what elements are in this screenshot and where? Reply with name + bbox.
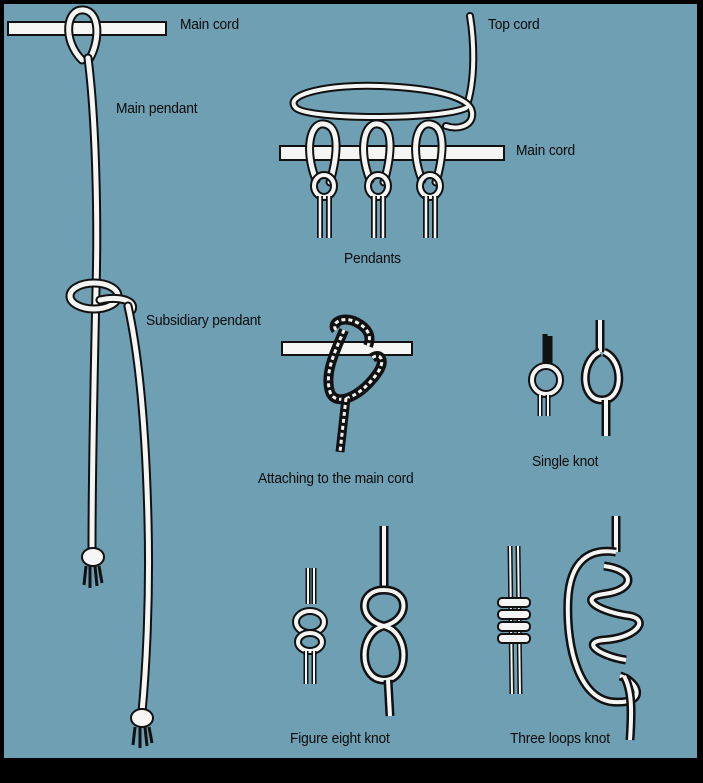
single-knot-illustration <box>532 320 619 436</box>
top-cord <box>294 16 474 127</box>
label-main-pendant: Main pendant <box>116 100 197 117</box>
label-top-cord: Top cord <box>488 16 539 33</box>
figure-eight-illustration <box>296 526 404 716</box>
pendants-group <box>310 124 442 238</box>
subsidiary-pendant <box>70 283 153 748</box>
label-pendants: Pendants <box>344 250 401 267</box>
label-main-cord-right: Main cord <box>516 142 575 159</box>
main-cord-left <box>8 22 166 35</box>
attaching-knot <box>282 320 412 452</box>
label-attaching: Attaching to the main cord <box>258 470 414 487</box>
label-single-knot: Single knot <box>532 453 598 470</box>
label-subsidiary-pendant: Subsidiary pendant <box>146 312 261 329</box>
three-loops-illustration <box>498 516 639 740</box>
label-three-loops: Three loops knot <box>510 730 610 747</box>
label-main-cord-left: Main cord <box>180 16 239 33</box>
label-figure-eight: Figure eight knot <box>290 730 390 747</box>
